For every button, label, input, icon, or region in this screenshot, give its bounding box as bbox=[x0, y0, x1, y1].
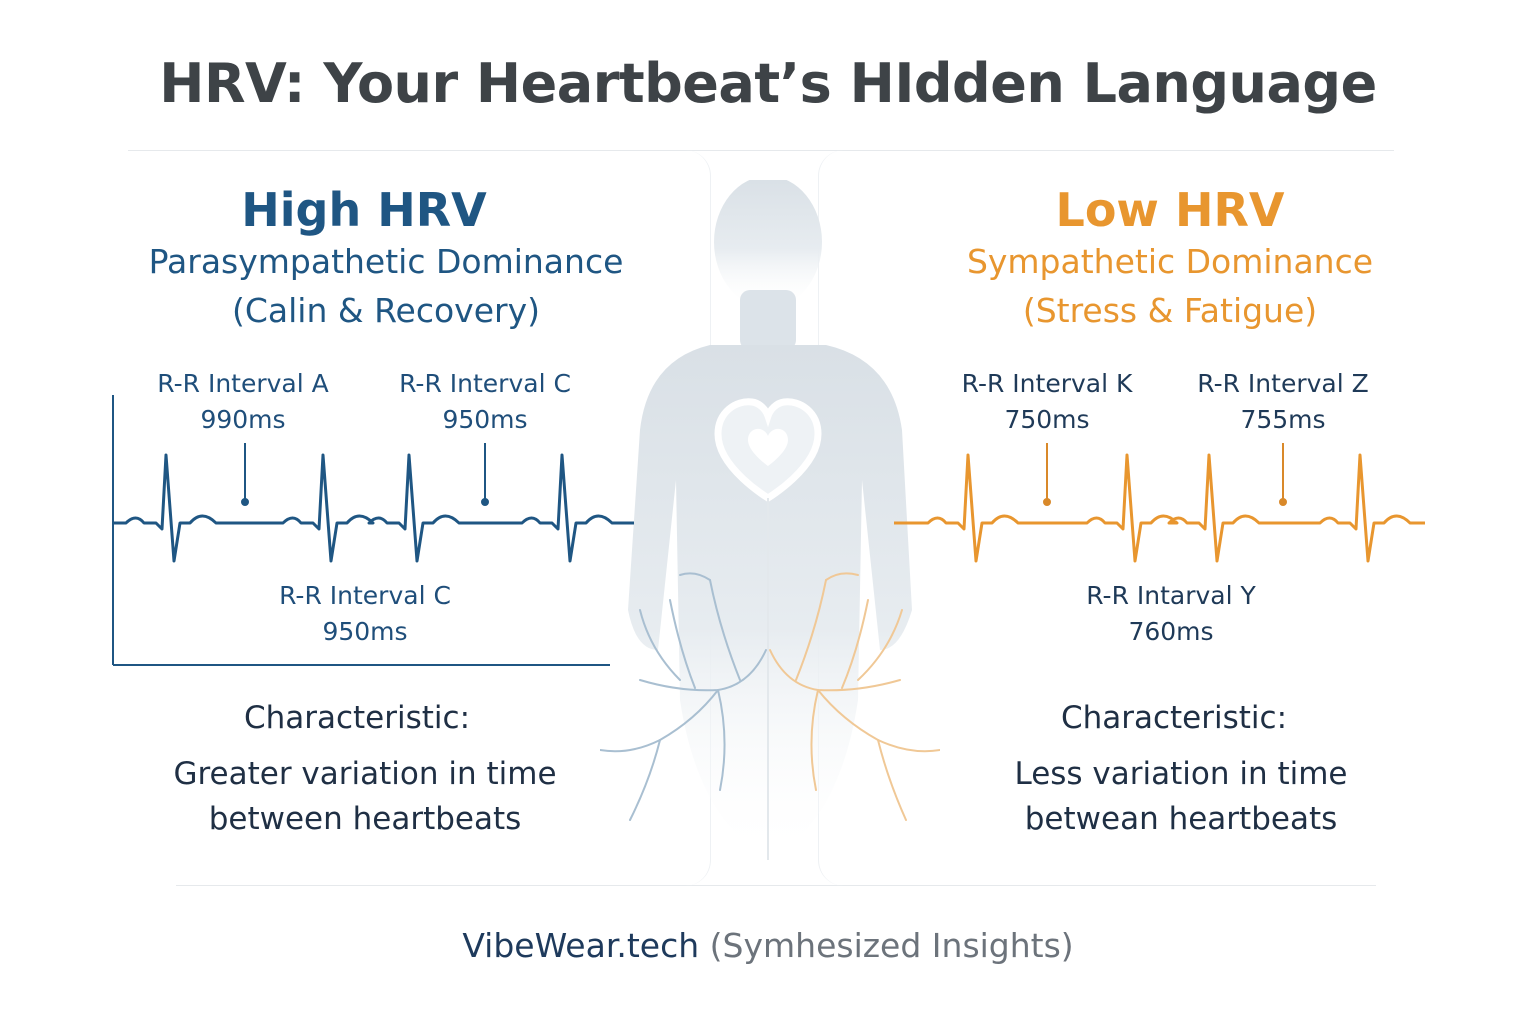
low-hrv-subtitle: Sympathetic Dominance bbox=[966, 242, 1374, 281]
high-hrv-ecg-chart bbox=[112, 395, 634, 666]
high-hrv-title: High HRV bbox=[241, 183, 487, 237]
high-hrv-characteristic-text: Greater variation in time between heartb… bbox=[173, 756, 557, 837]
footer-brand: VibeWear.tech bbox=[462, 926, 700, 965]
high-hrv-ecg-trace bbox=[113, 453, 634, 563]
low-hrv-characteristic-title: Characteristic: bbox=[1060, 700, 1288, 736]
heart-icon bbox=[714, 398, 822, 503]
high-hrv-subtitle: Parasympathetic Dominance bbox=[148, 242, 624, 281]
interval-label-z: R-R Interval Z 755ms bbox=[1197, 369, 1369, 434]
interval-label-a: R-R Interval A 990ms bbox=[157, 369, 329, 434]
low-hrv-ecg-chart bbox=[894, 443, 1425, 563]
high-hrv-characteristic-title: Characteristic: bbox=[243, 700, 471, 736]
low-hrv-paren: (Stress & Fatigue) bbox=[1022, 291, 1318, 330]
low-hrv-title: Low HRV bbox=[1055, 183, 1285, 237]
top-divider bbox=[128, 150, 1394, 151]
interval-label-c-bottom: R-R Interval C 950ms bbox=[279, 581, 451, 646]
interval-label-k: R-R Interval K 750ms bbox=[961, 369, 1133, 434]
high-hrv-interval-markers bbox=[241, 443, 489, 506]
footer-credit: VibeWear.tech (Symhesized Insights) bbox=[0, 926, 1536, 965]
nerve-branches-icon bbox=[600, 572, 940, 821]
high-hrv-paren: (Calin & Recovery) bbox=[232, 291, 540, 330]
footer-note: (Symhesized Insights) bbox=[709, 926, 1074, 965]
bottom-divider bbox=[176, 885, 1376, 886]
low-hrv-ecg-trace bbox=[894, 453, 1425, 563]
human-silhouette-icon bbox=[600, 180, 940, 860]
page-title: HRV: Your Heartbeat’s HIdden Language bbox=[159, 52, 1377, 115]
low-hrv-characteristic-text: Less variation in time betwean heartbeat… bbox=[1014, 756, 1348, 837]
interval-label-c-top: R-R Interval C 950ms bbox=[399, 369, 571, 434]
interval-label-y: R-R Intarval Y 760ms bbox=[1086, 581, 1256, 646]
low-hrv-interval-markers bbox=[1043, 443, 1287, 506]
